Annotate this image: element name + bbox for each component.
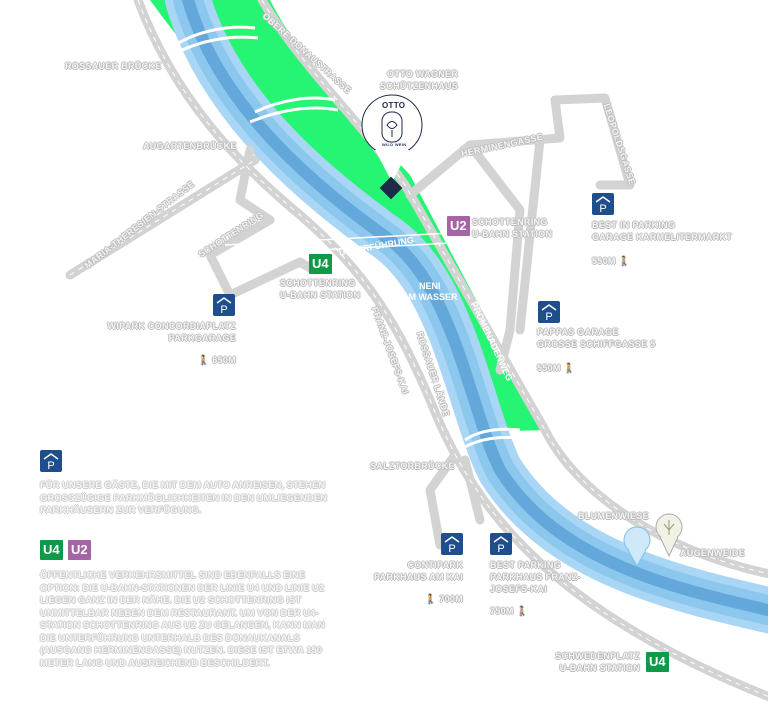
parking-distance: 550m 🚶 xyxy=(592,255,732,267)
street-augartenbruecke: Augartenbrücke xyxy=(143,141,237,151)
neni-line2: am Wasser xyxy=(402,292,458,302)
parking-best-parking: Best ParkingParkhaus Franz- Josefs-Kai 750… xyxy=(490,559,581,617)
parking-icon[interactable]: P xyxy=(490,533,512,555)
station-line1: Schottenring xyxy=(280,278,356,288)
parking-line2: Parkgarage xyxy=(168,333,236,343)
parking-line1: Best in Parking xyxy=(592,220,676,230)
parking-icon[interactable]: P xyxy=(213,294,235,316)
svg-text:P: P xyxy=(497,543,504,555)
blumenwiese-marker-icon xyxy=(623,526,651,568)
walking-icon: 🚶 xyxy=(516,606,529,616)
parking-contipark: ContiparkParkhaus am Kai 🚶 700m xyxy=(360,559,463,605)
augenweide-marker-icon xyxy=(655,513,683,558)
parking-distance: 750m 🚶 xyxy=(490,605,581,617)
station-line2: U-Bahn Station xyxy=(559,663,640,673)
street-salztorbruecke: Salztorbrücke xyxy=(370,461,455,471)
venue-pin[interactable] xyxy=(361,94,423,200)
venue-name: Otto WagnerSchützenhaus xyxy=(380,68,458,92)
u4-schwedenplatz-label: SchwedenplatzU-Bahn Station xyxy=(550,650,640,674)
transit-info-text: Öffentliche Verkehrsmittel sind ebenfall… xyxy=(40,570,325,669)
parking-line2: Garage Karmelitermarkt xyxy=(592,232,733,242)
venue-name-line2: Schützenhaus xyxy=(380,81,459,91)
parking-best-in-parking: Best in ParkingGarage Karmelitermarkt 550… xyxy=(592,219,732,267)
parking-distance: 🚶 650m xyxy=(100,354,236,366)
distance-value: 550m xyxy=(537,363,561,373)
walking-icon: 🚶 xyxy=(618,256,631,266)
venue-name-line1: Otto Wagner xyxy=(386,69,459,79)
neni-am-wasser-label: Neniam Wasser xyxy=(402,281,458,303)
parking-line1: Wipark Concordiaplatz xyxy=(107,321,236,331)
poi-augenweide: Augenweide xyxy=(680,548,746,558)
info-parking-icon: P xyxy=(40,450,62,472)
distance-value: 550m xyxy=(592,256,616,266)
street-rossauer-bruecke: Roßauer Brücke xyxy=(65,61,162,71)
station-line2: U-Bahn Station xyxy=(280,290,361,300)
u4-schottenring-label: SchottenringU-Bahn Station xyxy=(280,277,360,301)
station-line1: Schottenring xyxy=(472,217,548,227)
svg-text:P: P xyxy=(599,203,606,215)
distance-value: 750m xyxy=(490,606,514,616)
u2-schottenring-label: SchottenringU-Bahn Station xyxy=(472,216,552,240)
parking-icon[interactable]: P xyxy=(441,533,463,555)
parking-line2: Parkhaus Franz- xyxy=(490,572,581,582)
parking-line1: Pappas Garage xyxy=(537,327,619,337)
parking-line3: Josefs-Kai xyxy=(490,584,548,594)
parking-icon[interactable]: P xyxy=(538,301,560,323)
info-u2-badge: U2 xyxy=(68,540,91,560)
parking-line1: Best Parking xyxy=(490,560,561,570)
u2-badge[interactable]: U2 xyxy=(447,216,470,236)
river-donaukanal xyxy=(165,0,768,634)
svg-text:P: P xyxy=(545,311,552,323)
venue-logo-sub: WILD WEIN xyxy=(382,142,407,147)
parking-info-text: Für unsere Gäste, die mit dem Auto anrei… xyxy=(40,480,327,516)
walking-icon: 🚶 xyxy=(424,594,437,604)
poi-blumenwiese: Blumenwiese xyxy=(578,511,649,521)
distance-value: 650m xyxy=(212,355,236,365)
parking-line1: Contipark xyxy=(407,560,463,570)
walking-icon: 🚶 xyxy=(197,355,210,365)
walking-icon: 🚶 xyxy=(563,363,576,373)
parking-distance: 550m 🚶 xyxy=(537,362,656,374)
distance-value: 700m xyxy=(439,594,463,604)
u4-badge[interactable]: U4 xyxy=(309,254,332,274)
parking-pappas: Pappas GarageGroße Schiffgasse 5 550m 🚶 xyxy=(537,326,656,374)
svg-text:P: P xyxy=(220,304,227,316)
venue-logo: OTTO xyxy=(382,101,406,110)
parking-line2: Große Schiffgasse 5 xyxy=(537,339,656,349)
road-dashes xyxy=(69,0,768,697)
bridges xyxy=(171,25,523,450)
svg-text:P: P xyxy=(47,460,54,472)
parking-wipark: Wipark ConcordiaplatzParkgarage 🚶 650m xyxy=(100,320,236,366)
station-line2: U-Bahn Station xyxy=(472,229,553,239)
parking-distance: 🚶 700m xyxy=(360,593,463,605)
parking-line2: Parkhaus am Kai xyxy=(374,572,463,582)
svg-text:P: P xyxy=(448,543,455,555)
parking-icon[interactable]: P xyxy=(592,193,614,215)
info-u4-badge: U4 xyxy=(40,540,63,560)
station-line1: Schwedenplatz xyxy=(555,651,640,661)
u4-badge-schwedenplatz[interactable]: U4 xyxy=(646,652,669,672)
neni-line1: Neni xyxy=(419,281,441,291)
